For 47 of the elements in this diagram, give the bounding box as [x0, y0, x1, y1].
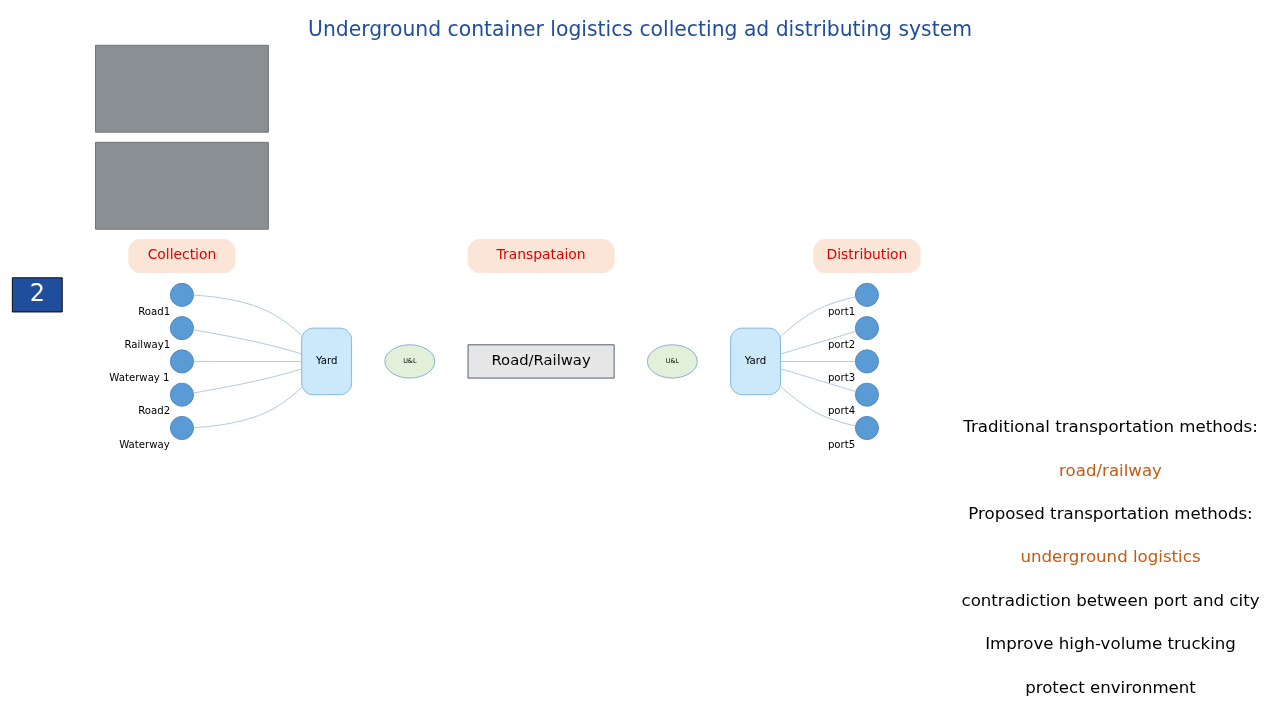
node-circle: [169, 382, 194, 407]
label: underground logistics: [1020, 546, 1201, 566]
node-circle: [169, 415, 194, 440]
node-circle: [854, 415, 879, 440]
label: Proposed transportation methods:: [968, 503, 1253, 523]
label: 2: [29, 278, 45, 307]
node-circle: [169, 348, 194, 373]
node-box: Collection: [128, 238, 236, 273]
node-circle: [169, 282, 194, 307]
node-circle: [169, 315, 194, 340]
node-label: port3: [827, 371, 856, 383]
node-box: [95, 141, 269, 230]
node-circle: [854, 282, 879, 307]
connector: [780, 385, 856, 426]
node-circle: [854, 315, 879, 340]
connector: [193, 328, 303, 354]
node-box: Yard: [730, 327, 781, 395]
node-box: Distribution: [813, 238, 921, 273]
connector: [193, 386, 303, 428]
node-label: Waterway 1: [109, 371, 170, 383]
node-label: port5: [827, 438, 856, 450]
node-label: port2: [827, 338, 856, 350]
node-label: port1: [827, 305, 856, 317]
label: protect environment: [1025, 677, 1196, 697]
node-box: [95, 44, 269, 133]
connector: [780, 360, 856, 362]
connector: [193, 368, 303, 393]
label: Improve high-volume trucking: [985, 633, 1236, 653]
connector: [780, 330, 857, 355]
node-label: Railway1: [124, 338, 171, 350]
node-label: port4: [827, 404, 856, 416]
connector: [780, 367, 857, 392]
label: contradiction between port and city: [961, 590, 1260, 610]
label: road/railway: [1059, 460, 1162, 479]
connector: [780, 295, 856, 337]
node-box: Road/Railway: [467, 343, 615, 378]
node-circle: [854, 382, 879, 407]
connector: [193, 294, 303, 336]
node-label: Waterway: [119, 438, 170, 450]
label: Traditional transportation methods:: [963, 416, 1258, 436]
node-label: Road2: [138, 404, 171, 416]
connector: [193, 360, 302, 362]
node-box: Transpataion: [467, 238, 615, 273]
node-label: Road1: [138, 305, 171, 317]
node-box: Yard: [301, 327, 353, 395]
node-circle: [854, 348, 879, 373]
diagram-title: Underground container logistics collecting ad distributing system: [308, 16, 972, 41]
